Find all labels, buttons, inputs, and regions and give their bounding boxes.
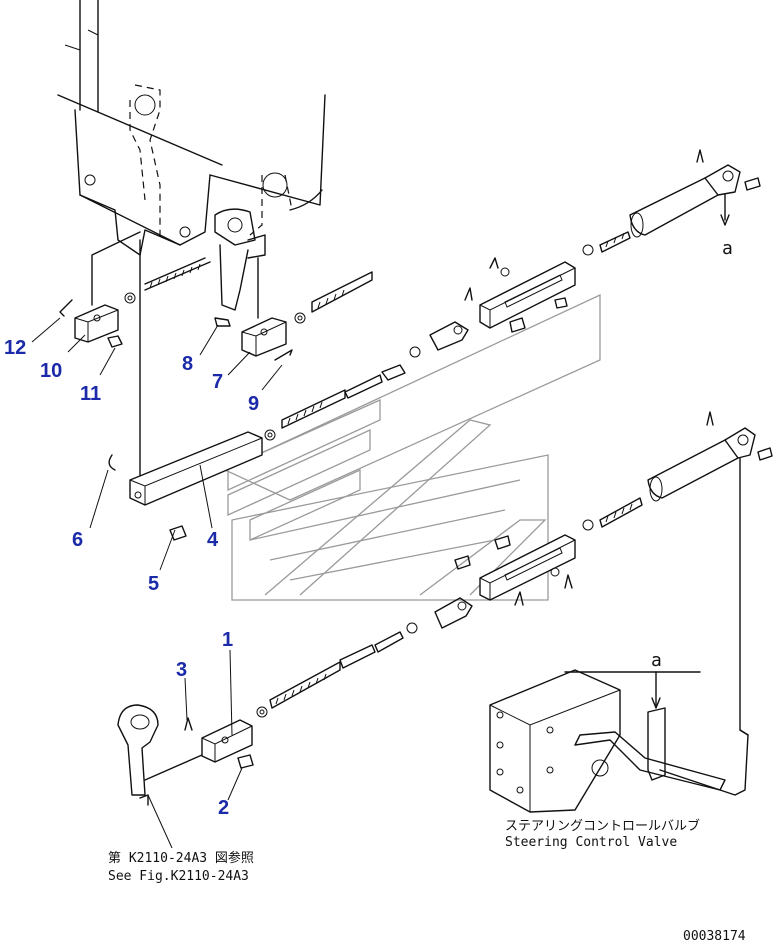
pedal-bracket-assembly xyxy=(57,0,326,311)
reference-note-jp: 第 K2110-24A3 図参照 xyxy=(108,850,254,866)
callout-11: 11 xyxy=(80,383,101,405)
leader-lines xyxy=(31,317,283,849)
valve-label-jp: ステアリングコントロールバルブ xyxy=(505,818,700,834)
watermark-logo xyxy=(223,293,601,601)
callout-3: 3 xyxy=(176,659,187,681)
callout-10: 10 xyxy=(40,360,62,382)
valve-label-en: Steering Control Valve xyxy=(505,835,677,850)
callout-4: 4 xyxy=(207,529,219,551)
callout-6: 6 xyxy=(72,529,83,551)
lower-cylinder-assembly xyxy=(454,411,773,796)
view-letter-a-top: a xyxy=(722,238,733,259)
long-rod-assembly xyxy=(108,239,469,541)
callout-numbers: 1 2 3 4 5 6 7 8 9 10 11 12 xyxy=(4,337,259,819)
callout-5: 5 xyxy=(148,573,159,595)
callout-2: 2 xyxy=(218,797,229,819)
reference-note-en: See Fig.K2110-24A3 xyxy=(108,869,249,884)
rod-end-upper-left xyxy=(59,231,211,348)
callout-9: 9 xyxy=(248,393,259,415)
callout-8: 8 xyxy=(182,353,193,375)
steering-control-valve xyxy=(489,669,749,813)
drawing-number: 00038174 xyxy=(683,929,746,944)
callout-1: 1 xyxy=(222,629,233,651)
rod-end-upper-middle xyxy=(214,257,373,361)
callout-7: 7 xyxy=(212,371,223,393)
lower-rod-assembly xyxy=(117,597,473,796)
view-letter-a-bottom: a xyxy=(651,650,662,671)
callout-12: 12 xyxy=(4,337,26,359)
upper-cylinder-assembly xyxy=(464,149,761,333)
